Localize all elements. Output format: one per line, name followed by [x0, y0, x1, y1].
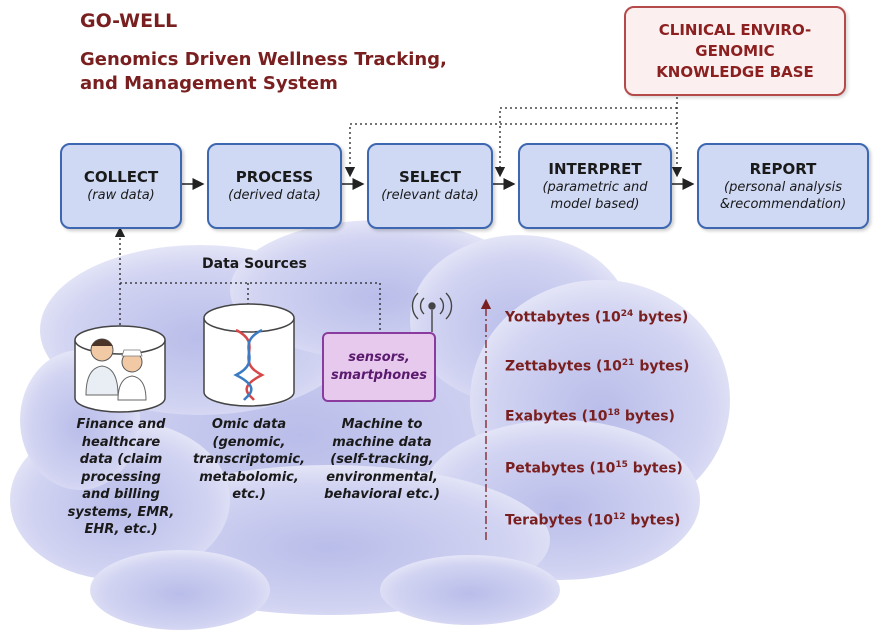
app-subtitle: Genomics Driven Wellness Tracking, and M… — [80, 48, 500, 96]
sensors-box: sensors, smartphones — [322, 332, 436, 402]
scale-zettabytes: Zettabytes (1021 bytes) — [505, 358, 689, 375]
scale-exabytes: Exabytes (1018 bytes) — [505, 408, 675, 425]
scale-exponent: 15 — [615, 460, 628, 470]
label-line: (self-tracking, — [330, 452, 434, 467]
label-line: (genomic, — [212, 434, 286, 450]
step-title: PROCESS — [235, 168, 314, 186]
step-subtitle-2: model based) — [550, 196, 640, 212]
step-subtitle-1: (parametric and — [542, 179, 648, 195]
scale-unit: Exabytes — [505, 408, 577, 425]
label-line: etc.) — [232, 487, 266, 502]
step-subtitle: (raw data) — [87, 188, 155, 203]
scale-suffix: bytes) — [620, 408, 675, 425]
scale-petabytes: Petabytes (1015 bytes) — [505, 460, 683, 477]
scale-suffix: bytes) — [627, 460, 683, 477]
scale-suffix: bytes) — [634, 358, 690, 375]
scale-suffix: bytes) — [625, 512, 681, 529]
data-source-connectors — [114, 226, 381, 340]
scale-prefix: (10 — [581, 408, 608, 425]
step-title: SELECT — [398, 168, 462, 186]
knowledge-base-connectors — [344, 92, 683, 178]
scale-exponent: 12 — [612, 512, 626, 522]
scale-exponent: 21 — [621, 358, 635, 368]
scale-terabytes: Terabytes (1012 bytes) — [505, 512, 680, 529]
label-line: transcriptomic, — [192, 452, 306, 467]
knowledge-base-box: CLINICAL ENVIRO- GENOMIC KNOWLEDGE BASE — [624, 6, 846, 96]
step-subtitle-2: &recommendation) — [719, 196, 847, 212]
label-line: machine data — [332, 434, 432, 450]
step-select: SELECT (relevant data) — [367, 143, 493, 229]
scale-prefix: (10 — [596, 358, 622, 375]
scale-unit: Petabytes — [505, 460, 590, 477]
label-line: Finance and — [76, 417, 166, 432]
finance-database-icon — [74, 325, 166, 413]
scale-prefix: (10 — [594, 309, 621, 326]
label-line: behavioral etc.) — [324, 487, 440, 502]
scale-prefix: (10 — [587, 512, 613, 529]
sensor-line-2: smartphones — [331, 368, 427, 383]
step-subtitle-1: (personal analysis — [724, 179, 842, 195]
step-subtitle: (relevant data) — [381, 188, 479, 203]
scale-suffix: bytes) — [633, 309, 689, 326]
kb-line-1: CLINICAL ENVIRO- — [658, 20, 812, 39]
label-line: systems, EMR, — [67, 504, 175, 520]
label-line: data (claim — [79, 452, 163, 467]
machine-data-label: Machine to machine data (self-tracking, … — [318, 416, 446, 504]
data-cloud — [10, 220, 730, 630]
scale-unit: Terabytes — [505, 512, 583, 529]
label-line: healthcare — [81, 434, 161, 450]
scale-unit: Zettabytes — [505, 358, 592, 375]
scale-exponent: 24 — [620, 309, 634, 319]
data-sources-label: Data Sources — [202, 256, 307, 272]
label-line: processing — [81, 469, 161, 485]
subtitle-line-1: Genomics Driven Wellness Tracking, — [80, 49, 447, 70]
step-collect: COLLECT (raw data) — [60, 143, 182, 229]
step-title: REPORT — [749, 159, 817, 178]
app-title: GO-WELL — [80, 10, 178, 32]
wireless-signal-icon — [411, 292, 453, 332]
label-line: and billing — [82, 487, 160, 502]
step-interpret: INTERPRET (parametric and model based) — [518, 143, 672, 229]
scale-yottabytes: Yottabytes (1024 bytes) — [505, 309, 688, 326]
step-title: COLLECT — [83, 168, 159, 186]
label-line: Omic data — [211, 417, 287, 432]
kb-line-2: GENOMIC — [695, 41, 775, 60]
label-line: environmental, — [326, 469, 438, 485]
step-subtitle: (derived data) — [228, 188, 321, 203]
omic-data-label: Omic data (genomic, transcriptomic, meta… — [184, 416, 314, 504]
omic-database-icon — [203, 303, 295, 407]
subtitle-line-2: and Management System — [80, 73, 338, 94]
label-line: metabolomic, — [199, 469, 299, 485]
label-line: Machine to — [341, 417, 423, 432]
step-title: INTERPRET — [548, 159, 642, 178]
kb-line-3: KNOWLEDGE BASE — [656, 62, 814, 81]
scale-unit: Yottabytes — [505, 309, 590, 326]
step-process: PROCESS (derived data) — [207, 143, 342, 229]
label-line: EHR, etc.) — [84, 522, 158, 537]
scale-exponent: 18 — [607, 408, 621, 418]
scale-prefix: (10 — [589, 460, 616, 477]
finance-data-label: Finance and healthcare data (claim proce… — [62, 416, 180, 539]
step-report: REPORT (personal analysis &recommendatio… — [697, 143, 869, 229]
sensor-line-1: sensors, — [348, 350, 410, 365]
